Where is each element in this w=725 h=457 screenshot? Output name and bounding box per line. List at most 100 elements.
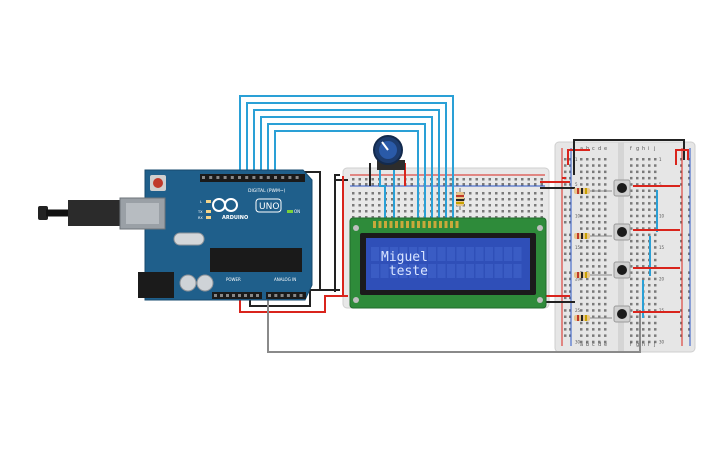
hole — [592, 290, 595, 293]
hole — [475, 192, 478, 195]
hole — [580, 158, 583, 161]
hole — [604, 246, 607, 249]
hole — [598, 265, 601, 268]
hole — [469, 198, 472, 201]
hole — [586, 208, 589, 211]
hole — [636, 284, 639, 287]
hole — [514, 198, 517, 201]
hole — [592, 334, 595, 337]
row-number: 5 — [659, 182, 662, 187]
hole — [365, 183, 368, 186]
hole — [654, 258, 657, 262]
hole — [586, 296, 589, 300]
push-button — [613, 223, 631, 241]
row-number: 10 — [659, 214, 665, 219]
push-button — [613, 179, 631, 197]
hole — [648, 290, 651, 293]
uno-badge — [255, 198, 282, 213]
signal-wire[interactable] — [267, 300, 641, 353]
hole — [540, 183, 543, 186]
hole — [443, 210, 446, 213]
hole — [456, 178, 459, 181]
hole — [397, 198, 400, 201]
mount-hole — [537, 297, 543, 303]
hole — [598, 170, 601, 174]
hole — [488, 216, 491, 219]
hole — [436, 178, 439, 181]
capacitor — [179, 274, 197, 292]
hole — [592, 328, 595, 331]
hole — [598, 239, 601, 243]
hole — [642, 221, 645, 224]
hole — [495, 204, 498, 207]
hole — [564, 309, 567, 312]
hole — [688, 208, 691, 211]
hole — [352, 198, 355, 201]
resistors-right[interactable] — [574, 188, 590, 321]
hole — [592, 296, 595, 300]
hole — [580, 195, 583, 199]
hole — [648, 284, 651, 287]
data-wires[interactable] — [239, 95, 454, 225]
hole — [642, 164, 645, 167]
hole — [654, 277, 657, 281]
lcd-display[interactable]: Miguel teste — [349, 217, 547, 309]
right-board-wires[interactable] — [590, 185, 680, 319]
hole — [636, 233, 639, 237]
hole — [680, 296, 683, 300]
hole — [358, 216, 361, 219]
hole — [688, 284, 691, 287]
hole — [642, 340, 645, 344]
hole — [592, 158, 595, 161]
lcd-cell — [418, 247, 427, 261]
hole — [688, 183, 691, 186]
power-jack — [138, 272, 174, 298]
hole — [630, 334, 633, 337]
reset-button-cap[interactable] — [153, 178, 163, 188]
hole — [514, 204, 517, 207]
hole — [648, 328, 651, 331]
hole — [564, 202, 567, 205]
hole — [514, 192, 517, 195]
hole — [436, 216, 439, 219]
hole — [397, 183, 400, 186]
hole — [598, 252, 601, 255]
hole — [580, 164, 583, 167]
push-buttons[interactable] — [613, 179, 631, 323]
hole — [598, 176, 601, 180]
hole — [630, 271, 633, 274]
hole — [630, 202, 633, 205]
hole — [586, 334, 589, 337]
lcd-pin — [444, 221, 448, 228]
hole — [630, 158, 633, 161]
hole — [604, 296, 607, 300]
hole — [569, 334, 572, 337]
hole — [462, 210, 465, 213]
hole — [688, 239, 691, 243]
hole — [592, 277, 595, 281]
row-number: 20 — [659, 277, 665, 282]
hole — [501, 198, 504, 201]
arduino-uno[interactable]: DIGITAL (PWM~) ARDUINO UNO ON L TX RX — [38, 169, 313, 301]
hole — [514, 178, 517, 181]
hole — [456, 216, 459, 219]
hole — [443, 198, 446, 201]
lcd-pin — [395, 221, 398, 228]
lcd-cell — [418, 264, 427, 278]
hole — [654, 265, 657, 268]
hole — [636, 239, 639, 243]
hole — [654, 290, 657, 293]
hole — [592, 227, 595, 230]
hole — [569, 195, 572, 199]
hole — [654, 315, 657, 318]
hole — [384, 178, 387, 181]
hole — [540, 210, 543, 213]
resistor[interactable] — [456, 188, 464, 210]
hole — [462, 204, 465, 207]
potentiometer[interactable] — [373, 135, 405, 170]
hole — [648, 227, 651, 230]
hole — [604, 202, 607, 205]
hole — [371, 198, 374, 201]
